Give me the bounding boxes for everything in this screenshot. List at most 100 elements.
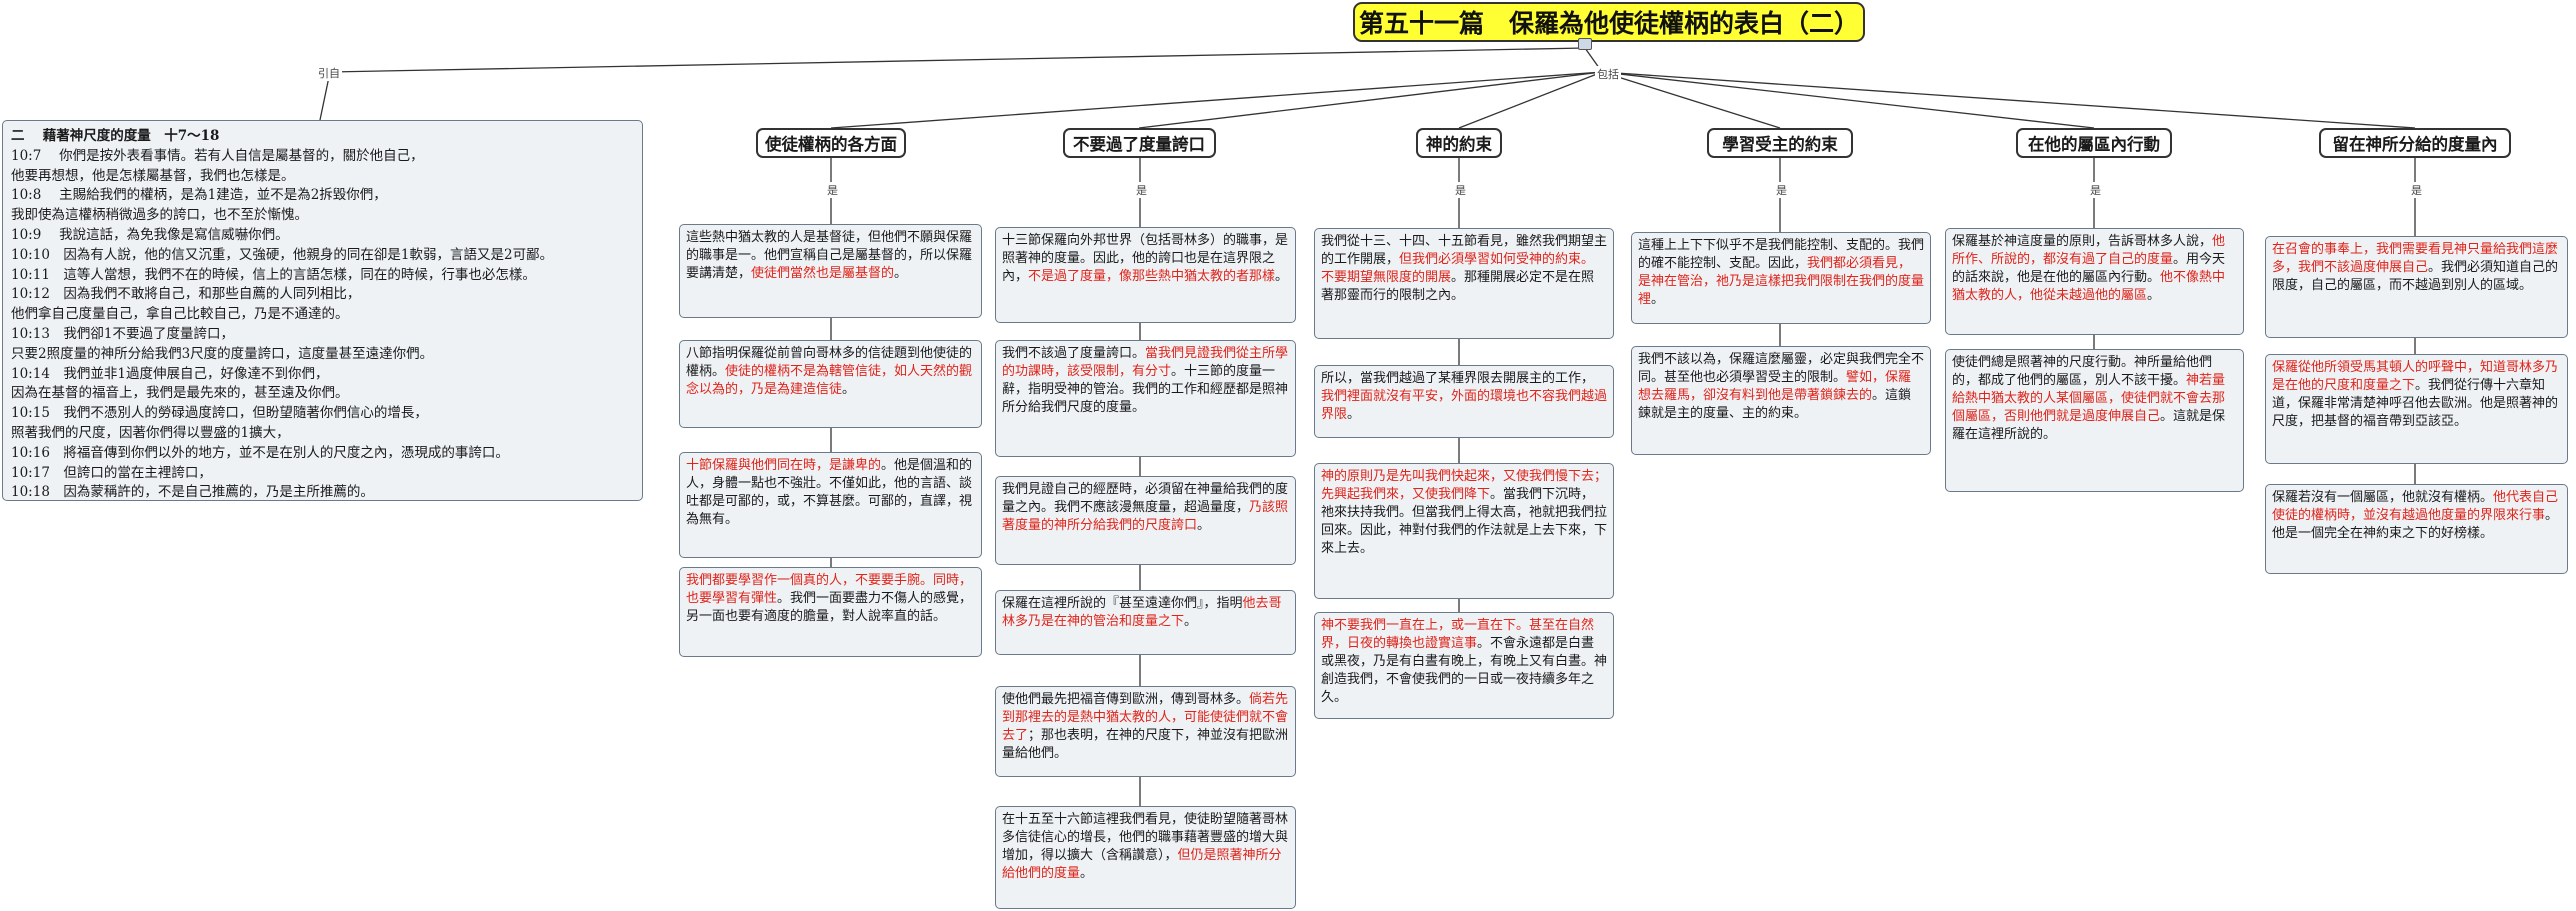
topic-1-note-3[interactable]: 十節保羅與他們同在時，是謙卑的。他是個溫和的人，身體一點也不強壯。不僅如此，他的…: [679, 452, 982, 558]
topic-title: 在他的屬區內行動: [2028, 135, 2160, 154]
topic-5-note-2[interactable]: 使徒們總是照著神的尺度行動。神所量給他們的，都成了他們的屬區，別人不該干擾。神若…: [1945, 349, 2244, 492]
root-topic[interactable]: 第五十一篇 保羅為他使徒權柄的表白（二）: [1353, 2, 1865, 42]
scripture-line: 10:10 因為有人說，他的信又沉重，又強硬，他親身的同在卻是1軟弱，言語又是2…: [11, 246, 554, 263]
root-title: 第五十一篇 保羅為他使徒權柄的表白（二）: [1358, 9, 1859, 38]
note-text: 。我們從行傳十六章知道，保羅非常清楚神呼召他去歐洲。他是照著神的尺度，把基督的福…: [2272, 378, 2559, 429]
topic-2-note-3[interactable]: 我們見證自己的經歷時，必須留在神量給我們的度量之內。我們不應該漫無度量，超過量度…: [995, 476, 1296, 565]
topic-3-note-1[interactable]: 我們從十三、十四、十五節看見，雖然我們期望主的工作開展，但我們必須學習如何受神的…: [1314, 228, 1614, 339]
note-text: 。: [1197, 518, 1211, 533]
note-text: 。他是個溫和的人，身體一點也不強壯。不僅如此，他的言語、談吐都是可鄙的，或，不算…: [686, 458, 973, 527]
highlight-text: 譬如，保羅想去羅馬，卻沒有料到他是帶著鎖鍊去的: [1638, 370, 1912, 403]
edge-label-is: 是: [1774, 182, 1789, 198]
topic-6-note-1[interactable]: 在召會的事奉上，我們需要看見神只量給我們這麼多，我們不該過度伸展自己。我們必須知…: [2265, 236, 2568, 338]
topic-6[interactable]: 留在神所分給的度量內: [2319, 128, 2511, 158]
note-text: 。用今天的話來說，他是在他的屬區內行動。: [1952, 252, 2226, 285]
note-text: 這種上上下下似乎不是我們能控制、支配的。我們的確不能控制、支配。因此，: [1638, 238, 1925, 271]
edge-label-is: 是: [2088, 182, 2103, 198]
scripture-line: 10:14 我們並非1過度伸展自己，好像達不到你們，: [11, 365, 329, 382]
scripture-line: 10:17 但誇口的當在主裡誇口，: [11, 464, 212, 481]
highlight-text: 神不要我們一直在上，或一直在下。甚至在自然界，日夜的轉換也證實這事: [1321, 618, 1595, 651]
topic-2-note-6[interactable]: 在十五至十六節這裡我們看見，使徒盼望隨著哥林多信徒信心的增長，他們的職事藉著豐盛…: [995, 806, 1296, 909]
topic-title: 神的約束: [1426, 135, 1492, 154]
highlight-text: 當我們見證我們從主所學的功課時，該受限制，有分寸: [1002, 346, 1289, 379]
scripture-line: 10:16 將福音傳到你們以外的地方，並不是在別人的尺度之內，憑現成的事誇口。: [11, 444, 509, 461]
note-text: 我們從十三、十四、十五節看見，雖然我們期望主的工作開展，: [1321, 234, 1608, 267]
scripture-line: 10:11 這等人當想，我們不在的時候，信上的言語怎樣，同在的時候，行事也必怎樣…: [11, 266, 536, 283]
scripture-line: 10:12 因為我們不敢將自己，和那些自薦的人同列相比，: [11, 286, 361, 303]
scripture-line: 他們拿自己度量自己，拿自己比較自己，乃是不通達的。: [11, 306, 349, 323]
topic-1-note-1[interactable]: 這些熱中猶太教的人是基督徒，但他們不願與保羅的職事是一。他們宣稱自己是屬基督的，…: [679, 224, 982, 318]
highlight-text: 但我們必須學習如何受神的約束。不要期望無限度的開展: [1321, 252, 1595, 285]
scripture-line: 照著我們的尺度，因著你們得以豐盛的1擴大，: [11, 424, 290, 441]
highlight-text: 不是過了度量，像那些熱中猶太教的者那樣: [1028, 269, 1276, 284]
note-text: 。: [894, 266, 908, 281]
note-text: 。不會永遠都是白晝或黑夜，乃是有白晝有晚上，有晚上又有白晝。神創造我們，不會使我…: [1321, 636, 1608, 705]
highlight-text: 我們裡面就沒有平安，外面的環境也不容我們越過界限: [1321, 389, 1608, 422]
topic-3[interactable]: 神的約束: [1416, 128, 1502, 158]
scripture-line: 10:13 我們卻1不要過了度量誇口，: [11, 325, 234, 342]
topic-2-note-2[interactable]: 我們不該過了度量誇口。當我們見證我們從主所學的功課時，該受限制，有分寸。十三節的…: [995, 340, 1296, 457]
topic-4-note-2[interactable]: 我們不該以為，保羅這麼屬靈，必定與我們完全不同。甚至他也必須學習受主的限制。譬如…: [1631, 346, 1931, 455]
topic-2-note-4[interactable]: 保羅在這裡所說的『甚至遠達你們』，指明他去哥林多乃是在神的管治和度量之下。: [995, 590, 1296, 655]
edge-label-is: 是: [2409, 182, 2424, 198]
highlight-text: 使徒們當然也是屬基督的: [751, 266, 895, 281]
topic-3-note-4[interactable]: 神不要我們一直在上，或一直在下。甚至在自然界，日夜的轉換也證實這事。不會永遠都是…: [1314, 612, 1614, 719]
note-text: 。這就是保羅在這裡所說的。: [1952, 409, 2226, 442]
topic-3-note-2[interactable]: 所以，當我們越過了某種界限去開展主的工作，我們裡面就沒有平安，外面的環境也不容我…: [1314, 365, 1614, 438]
topic-2-note-5[interactable]: 使他們最先把福音傳到歐洲，傳到哥林多。倘若先到那裡去的是熱中猶太教的人，可能使徒…: [995, 686, 1296, 777]
topic-2[interactable]: 不要過了度量誇口: [1062, 128, 1216, 158]
note-text: 保羅在這裡所說的『甚至遠達你們』，指明: [1002, 596, 1243, 611]
topic-title: 使徒權柄的各方面: [765, 135, 897, 154]
connector-line: [1601, 71, 2416, 129]
topic-4-note-1[interactable]: 這種上上下下似乎不是我們能控制、支配的。我們的確不能控制、支配。因此，我們都必須…: [1631, 232, 1931, 324]
highlight-text: 神的原則乃是先叫我們快起來，又使我們慢下去；先興起我們來，又使我們降下: [1321, 469, 1608, 502]
highlight-text: 十節保羅與他們同在時，是謙卑的: [686, 458, 882, 473]
connector-line: [1138, 71, 1603, 129]
topic-title: 不要過了度量誇口: [1073, 135, 1205, 154]
highlight-text: 保羅從他所領受馬其頓人的呼聲中，知道哥林多乃是在他的尺度和度量之下: [2272, 360, 2559, 393]
topic-1[interactable]: 使徒權柄的各方面: [756, 128, 906, 158]
note-text: 八節指明保羅從前曾向哥林多的信徒題到他使徒的權柄。: [686, 346, 973, 379]
topic-3-note-3[interactable]: 神的原則乃是先叫我們快起來，又使我們慢下去；先興起我們來，又使我們降下。當我們下…: [1314, 463, 1614, 599]
edge-label-include: 包括: [1595, 66, 1621, 82]
scripture-line: 只要2照度量的神所分給我們3尺度的度量誇口，這度量甚至遠達你們。: [11, 345, 434, 362]
highlight-text: 在召會的事奉上，我們需要看見神只量給我們這麼多，我們不該過度伸展自己: [2272, 242, 2559, 275]
scripture-line: 他要再想想，他是怎樣屬基督，我們也怎樣是。: [11, 167, 295, 184]
connector-line: [1601, 71, 1781, 129]
note-text: 保羅若沒有一個屬區，他就沒有權柄。: [2272, 490, 2494, 505]
edge-label-is: 是: [825, 182, 840, 198]
note-text: 。我們一面要盡力不傷人的感覺，另一面也要有適度的膽量，對人說率直的話。: [686, 591, 973, 624]
scripture-line: 10:7 你們是按外表看事情。若有人自信是屬基督的，關於他自己，: [11, 147, 424, 164]
topic-6-note-3[interactable]: 保羅若沒有一個屬區，他就沒有權柄。他代表自己使徒的權柄時，並沒有越過他度量的界限…: [2265, 484, 2568, 574]
note-text: 。: [1184, 614, 1198, 629]
topic-1-note-2[interactable]: 八節指明保羅從前曾向哥林多的信徒題到他使徒的權柄。使徒的權柄不是為轄管信徒，如人…: [679, 340, 982, 428]
topic-1-note-4[interactable]: 我們都要學習作一個真的人，不要要手腕。同時，也要學習有彈性。我們一面要盡力不傷人…: [679, 567, 982, 657]
highlight-text: 他去哥林多乃是在神的管治和度量之下: [1002, 596, 1282, 629]
note-text: 。: [842, 382, 856, 397]
topic-5[interactable]: 在他的屬區內行動: [2016, 128, 2172, 158]
topic-5-note-1[interactable]: 保羅基於神這度量的原則，告訴哥林多人說，他所作、所說的，都沒有過了自己的度量。用…: [1945, 228, 2244, 335]
topic-6-note-2[interactable]: 保羅從他所領受馬其頓人的呼聲中，知道哥林多乃是在他的尺度和度量之下。我們從行傳十…: [2265, 354, 2568, 464]
note-text: 。十三節的度量一辭，指明受神的管治。我們的工作和經歷都是照神所分給我們尺度的度量…: [1002, 364, 1289, 415]
connector-line: [1458, 71, 1603, 129]
note-text: 我們見證自己的經歷時，必須留在神量給我們的度量之內。我們不應該漫無度量，超過量度…: [1002, 482, 1289, 515]
note-text: 。: [1080, 866, 1094, 881]
topic-4[interactable]: 學習受主的約束: [1707, 128, 1853, 158]
scripture-line: 因為在基督的福音上，我們是最先來的，甚至遠及你們。: [11, 385, 349, 402]
scripture-panel[interactable]: 二 藉著神尺度的度量 十7～18 10:7 你們是按外表看事情。若有人自信是屬基督…: [2, 120, 643, 501]
highlight-text: 他代表自己使徒的權柄時，並沒有越過他度量的界限來行事: [2272, 490, 2559, 523]
note-text: 使徒們總是照著神的尺度行動。神所量給他們的，都成了他們的屬區，別人不該干擾。: [1952, 355, 2213, 388]
note-text: 。那種開展必定不是在照著那靈而行的限制之內。: [1321, 270, 1595, 303]
note-text: ；那也表明，在神的尺度下，神並沒有把歐洲量給他們。: [1002, 728, 1289, 761]
note-text: 使他們最先把福音傳到歐洲，傳到哥林多。: [1002, 692, 1250, 707]
connector-line: [1601, 71, 2095, 129]
collapse-toggle-icon[interactable]: [1578, 38, 1592, 50]
highlight-text: 使徒的權柄不是為轄管信徒，如人天然的觀念以為的，乃是為建造信徒: [686, 364, 973, 397]
connector-line: [329, 47, 1586, 73]
note-text: 。這鎖鍊就是主的度量、主的約束。: [1638, 388, 1912, 421]
topic-2-note-1[interactable]: 十三節保羅向外邦世界（包括哥林多）的職事，是照著神的度量。因此，他的誇口也是在這…: [995, 227, 1296, 323]
edge-label-is: 是: [1453, 182, 1468, 198]
highlight-text: 他不像熱中猶太教的人，他從未越過他的屬區: [1952, 270, 2226, 303]
scripture-heading: 二 藉著神尺度的度量 十7～18: [11, 128, 220, 144]
highlight-text: 我們都要學習作一個真的人，不要要手腕。同時，也要學習有彈性: [686, 573, 973, 606]
